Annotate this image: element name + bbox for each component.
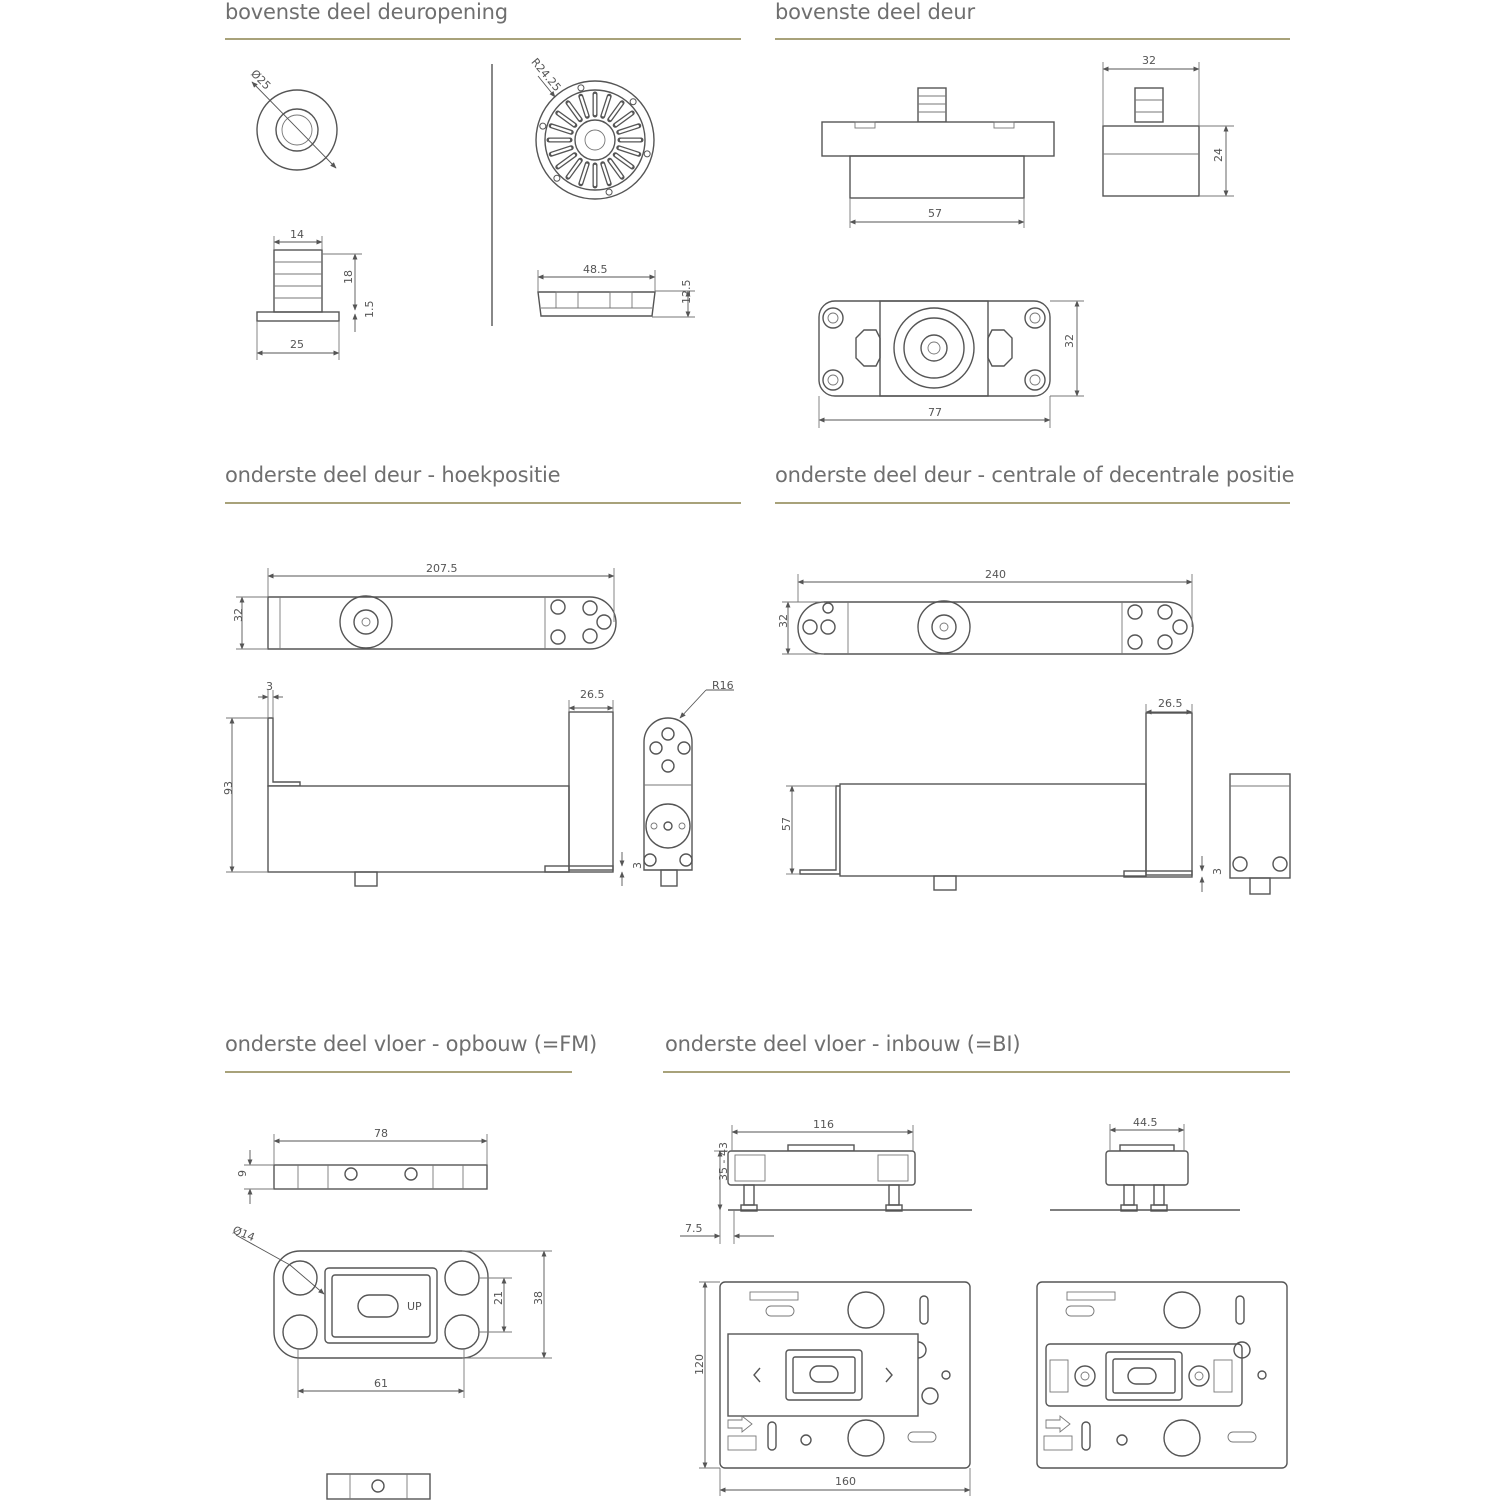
dim-3-corner-b: 3 <box>631 862 644 869</box>
dim-r16: R16 <box>712 679 734 692</box>
dim-o25: Ø25 <box>248 67 273 92</box>
dim-9: 9 <box>236 1170 249 1177</box>
corner-door-top-view: 207.5 32 <box>232 562 617 650</box>
dim-25: 25 <box>290 338 304 351</box>
bi-mounting-plate-right <box>1036 1281 1288 1469</box>
dim-26-5-corner: 26.5 <box>580 688 605 701</box>
dim-77: 77 <box>928 406 942 419</box>
fm-front-view <box>326 1473 431 1500</box>
dim-26-5-central: 26.5 <box>1158 697 1183 710</box>
dim-18: 18 <box>342 270 355 284</box>
bi-front-view: 116 35 - 43 7.5 <box>680 1118 972 1244</box>
corner-door-side-view: 3 26.5 93 3 <box>222 680 644 887</box>
plate-hole <box>577 84 585 92</box>
dim-120: 120 <box>693 1354 706 1375</box>
bi-mounting-plate-left: 120 160 <box>693 1281 971 1496</box>
section-title-bottom-door-central: onderste deel deur - centrale of decentr… <box>775 463 1295 487</box>
section-rule <box>663 1071 1290 1073</box>
dim-35-43: 35 - 43 <box>717 1142 730 1181</box>
dim-o14: Ø14 <box>231 1224 257 1245</box>
dim-61: 61 <box>374 1377 388 1390</box>
top-door-plan-view: 32 77 <box>818 300 1084 428</box>
section-title-floor-builtin: onderste deel vloer - inbouw (=BI) <box>665 1032 1021 1056</box>
dim-78: 78 <box>374 1127 388 1140</box>
central-door-top-view: 240 32 <box>777 568 1194 655</box>
dim-93: 93 <box>222 781 235 795</box>
plate-slot-inner <box>614 112 633 126</box>
dim-1-5: 1.5 <box>363 301 376 319</box>
dim-14: 14 <box>290 228 304 241</box>
plate-slot-inner <box>609 159 623 178</box>
dim-57: 57 <box>928 207 942 220</box>
plate-hole <box>539 122 547 130</box>
dim-44-5: 44.5 <box>1133 1116 1158 1129</box>
dim-32-corner: 32 <box>232 608 245 622</box>
plate-slot-inner <box>579 163 589 184</box>
plate-slot-inner <box>567 102 581 121</box>
dim-3-corner: 3 <box>266 680 273 693</box>
dim-21: 21 <box>492 1291 505 1305</box>
plate-hole <box>629 98 637 106</box>
plate-slot-inner <box>601 96 611 117</box>
section-rule <box>225 1071 572 1073</box>
fm-up-label: UP <box>407 1300 422 1313</box>
section-title-bottom-door-corner: onderste deel deur - hoekpositie <box>225 463 561 487</box>
section-rule <box>225 502 741 504</box>
dim-240: 240 <box>985 568 1006 581</box>
plate-slot-inner <box>609 102 623 121</box>
dim-57-central: 57 <box>780 817 793 831</box>
top-opening-pin-side: 14 18 1.5 25 <box>256 228 376 360</box>
section-rule <box>775 502 1290 504</box>
dim-38: 38 <box>532 1291 545 1305</box>
dim-160: 160 <box>835 1475 856 1488</box>
corner-door-end-view: R16 <box>643 679 734 887</box>
dim-32-plan: 32 <box>1063 334 1076 348</box>
top-door-front-view: 57 <box>821 87 1055 228</box>
plate-slot-inner <box>618 124 639 134</box>
fm-side-view: 78 9 <box>236 1127 488 1204</box>
dim-207-5: 207.5 <box>426 562 458 575</box>
dim-3-central: 3 <box>1211 868 1224 875</box>
plate-hole <box>605 188 613 196</box>
plate-slot-inner <box>601 163 611 184</box>
dim-12-5: 12.5 <box>680 280 693 305</box>
plate-slot-inner <box>557 112 576 126</box>
central-door-end-view <box>1229 773 1291 895</box>
plate-slot-inner <box>614 154 633 168</box>
dim-32-central: 32 <box>777 614 790 628</box>
top-opening-plate-side: 48.5 12.5 <box>537 263 695 318</box>
plate-slot-inner <box>618 146 639 156</box>
top-door-side-view: 32 24 <box>1102 54 1234 197</box>
top-opening-plate-view: R24.25 <box>528 56 655 200</box>
dim-116: 116 <box>813 1118 834 1131</box>
dim-7-5: 7.5 <box>685 1222 703 1235</box>
top-opening-pin-view: Ø25 <box>248 67 338 171</box>
plate-slot-inner <box>551 124 572 134</box>
section-title-top-opening: bovenste deel deuropening <box>225 0 508 24</box>
plate-slot-inner <box>557 154 576 168</box>
plate-slot-inner <box>579 96 589 117</box>
section-rule <box>225 38 741 40</box>
plate-hole <box>553 174 561 182</box>
plate-slot-inner <box>551 146 572 156</box>
dim-24: 24 <box>1212 148 1225 162</box>
dim-48-5: 48.5 <box>583 263 608 276</box>
plate-slot-inner <box>567 159 581 178</box>
section-title-top-door: bovenste deel deur <box>775 0 975 24</box>
fm-plan-view: UP Ø14 21 38 61 <box>231 1224 552 1398</box>
section-title-floor-surface: onderste deel vloer - opbouw (=FM) <box>225 1032 597 1056</box>
dim-32: 32 <box>1142 54 1156 67</box>
plate-hole <box>643 150 651 158</box>
section-rule <box>775 38 1290 40</box>
bi-side-view: 44.5 <box>1050 1116 1240 1212</box>
dim-r24-25: R24.25 <box>528 56 563 94</box>
central-door-side-view: 26.5 57 3 <box>780 697 1224 892</box>
